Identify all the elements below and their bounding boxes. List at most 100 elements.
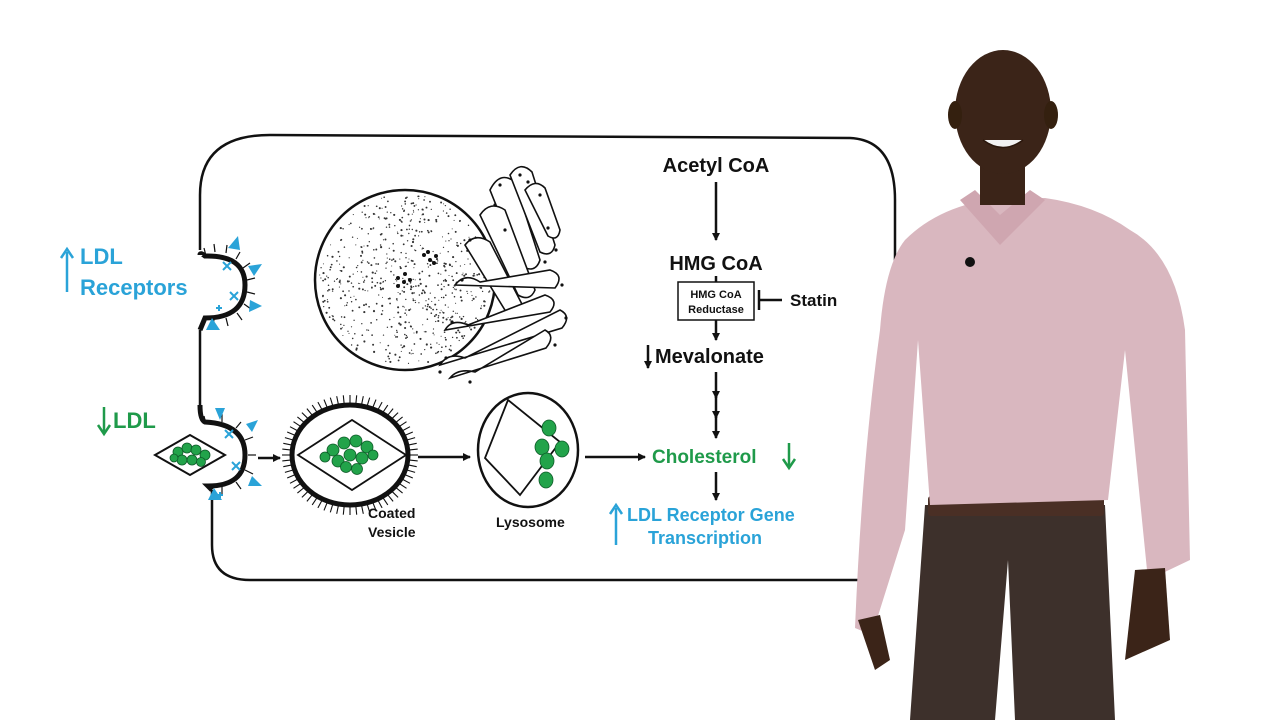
nucleus-stipple-dot: [379, 342, 381, 344]
nucleus-stipple-dot: [457, 329, 460, 332]
nucleus-stipple-dot: [348, 332, 350, 334]
nucleus-stipple-dot: [379, 286, 381, 289]
nucleus-stipple-dot: [444, 345, 447, 348]
nucleus-stipple-dot: [383, 217, 386, 219]
ribosome-dot: [546, 226, 550, 230]
nucleus-stipple-dot: [385, 360, 387, 363]
vesicle-coat-bristle: [377, 500, 383, 509]
nucleus-stipple-dot: [426, 308, 428, 311]
nucleus-stipple-dot: [472, 297, 475, 300]
nucleus-stipple-dot: [401, 290, 403, 292]
nucleus-stipple-dot: [368, 216, 371, 218]
nucleus-stipple-dot: [442, 296, 445, 299]
nucleus-stipple-dot: [389, 302, 392, 305]
nucleus-stipple-dot: [355, 244, 357, 246]
nucleus-stipple-dot: [331, 290, 334, 292]
ldl-label: LDL: [113, 408, 156, 433]
nucleus-stipple-dot: [469, 327, 471, 329]
nucleus-stipple-dot: [439, 252, 441, 254]
nucleus-stipple-dot: [382, 281, 384, 283]
nucleus-stipple-dot: [343, 316, 346, 319]
nucleus-stipple-dot: [341, 327, 343, 329]
nucleus-stipple-dot: [429, 200, 431, 203]
nucleus-stipple-dot: [429, 292, 431, 294]
nucleus-stipple-dot: [409, 288, 412, 291]
nucleus-stipple-dot: [427, 231, 430, 234]
nucleus-stipple-dot: [367, 205, 369, 207]
nucleus-stipple-dot: [444, 279, 448, 282]
nucleus-stipple-dot: [462, 315, 465, 318]
reductase-line-2: Reductase: [688, 304, 744, 316]
nucleus-stipple-dot: [415, 285, 417, 287]
nucleus-stipple-dot: [381, 296, 384, 298]
nucleus-stipple-dot: [397, 311, 400, 314]
nucleus-stipple-dot: [387, 355, 390, 358]
nucleus-stipple-dot: [456, 244, 459, 247]
nucleus-stipple-dot: [422, 247, 425, 249]
nucleus-stipple-dot: [393, 274, 395, 276]
nucleus-stipple-dot: [395, 298, 398, 300]
nucleus-stipple-dot: [435, 320, 437, 323]
nucleus-stipple-dot: [404, 312, 406, 314]
nucleus-stipple-dot: [412, 202, 415, 205]
vesicle-coat-bristle: [323, 399, 328, 408]
nucleus-stipple-dot: [397, 306, 400, 309]
nucleus-stipple-dot: [451, 336, 454, 339]
nucleus-stipple-dot: [451, 292, 454, 294]
nucleus-stipple-dot: [427, 298, 430, 300]
vesicle-coat-bristle: [286, 474, 295, 479]
nucleus-stipple-dot: [336, 260, 338, 262]
nucleus-stipple-dot: [410, 244, 413, 248]
nucleus-stipple-dot: [409, 220, 412, 222]
nucleus-stipple-dot: [448, 240, 450, 242]
nucleus-stipple-dot: [328, 306, 331, 309]
nucleus-stipple-dot: [415, 204, 417, 206]
nucleus-stipple-dot: [371, 334, 373, 336]
nucleus-stipple-dot: [405, 337, 407, 339]
nucleus-stipple-dot: [403, 290, 406, 293]
nucleus-stipple-dot: [332, 318, 335, 321]
nucleus-stipple-dot: [480, 305, 482, 307]
nucleus-stipple-dot: [373, 249, 375, 251]
nucleus-stipple-dot: [406, 283, 409, 286]
nucleus-stipple-dot: [370, 264, 373, 267]
nucleus-stipple-dot: [327, 284, 330, 286]
nucleus-stipple-dot: [388, 247, 390, 249]
nucleus-stipple-dot: [394, 334, 396, 336]
nucleus-stipple-dot: [371, 281, 374, 283]
nucleus-stipple-dot: [398, 322, 401, 325]
nucleus-stipple-dot: [455, 288, 457, 291]
nucleus-stipple-dot: [358, 226, 361, 228]
ldl-receptors-label-1: LDL: [80, 244, 123, 269]
nucleus-stipple-dot: [423, 290, 426, 292]
presenter-right-hand: [1125, 568, 1170, 660]
nucleus-stipple-dot: [400, 220, 402, 222]
nucleus-stipple-dot: [348, 257, 350, 259]
nucleus-stipple-dot: [373, 257, 376, 259]
vesicle-coat-bristle: [361, 396, 364, 405]
nucleus-stipple-dot: [443, 265, 446, 268]
nucleus-stipple-dot: [419, 278, 421, 281]
nucleus-stipple-dot: [435, 313, 438, 316]
nucleus-stipple-dot: [388, 297, 391, 300]
nucleus-stipple-dot: [447, 317, 449, 319]
nucleus-stipple-dot: [348, 275, 351, 278]
nucleus-stipple-dot: [386, 326, 389, 328]
vesicle-coat-bristle: [311, 497, 318, 506]
nucleus-stipple-dot: [359, 282, 361, 285]
nucleus-stipple-dot: [418, 302, 420, 304]
nucleus-stipple-dot: [330, 244, 332, 246]
nucleus-stipple-dot: [411, 349, 413, 351]
nucleus-stipple-dot: [326, 300, 329, 303]
vesicle-coat-bristle: [409, 448, 418, 451]
nucleus-stipple-dot: [392, 242, 394, 245]
nucleus-stipple-dot: [343, 324, 345, 327]
nucleus-stipple-dot: [430, 307, 432, 310]
nucleus-stipple-dot: [437, 260, 439, 262]
nucleus-stipple-dot: [329, 266, 332, 269]
nucleus-stipple-dot: [452, 310, 455, 313]
nucleus-stipple-dot: [413, 286, 415, 288]
nucleus-stipple-dot: [445, 318, 448, 321]
nucleus-stipple-dot: [396, 329, 398, 332]
nucleus-stipple-dot: [439, 312, 441, 314]
